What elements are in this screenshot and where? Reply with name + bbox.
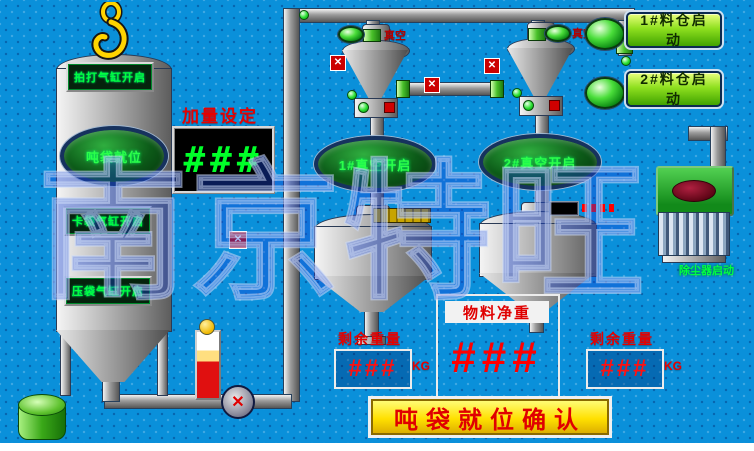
crane-hook-icon: [91, 2, 129, 60]
silo2-body: [479, 223, 597, 277]
pinch-valve-icon: [490, 80, 504, 98]
clamp-cylinder-button[interactable]: 卡袋气缸开启: [64, 206, 152, 236]
status-dot-icon: [621, 56, 631, 66]
status-dot-icon: [512, 88, 522, 98]
bag-station-cone: [56, 330, 170, 382]
silo1-body: [314, 226, 432, 280]
status-dot-icon: [299, 10, 309, 20]
net-weight-value: ###: [451, 333, 543, 382]
pinch-valve-icon: [528, 28, 546, 41]
level-gauge-knob: [199, 319, 215, 335]
vacuum1-led: [338, 26, 364, 43]
remaining-weight-right-label: 剩余重量: [590, 331, 654, 347]
alarm-dot-icon: [384, 102, 395, 113]
silo1-instrument: [373, 208, 431, 223]
vacuum2-status-button[interactable]: 2#真空开启: [479, 134, 601, 190]
silo2-start-button[interactable]: 2#料仓启动: [626, 71, 722, 107]
remaining-weight-left-unit: KG: [412, 359, 430, 373]
net-weight-label: 物料净重: [445, 301, 549, 323]
silo1-flange: [357, 336, 386, 345]
alarm-dot-icon: [549, 100, 560, 111]
dust-collector-head: [656, 166, 734, 216]
silo2-readout: [549, 201, 579, 216]
vacuum1-status-button[interactable]: 1#真空开启: [314, 136, 436, 192]
closed-valve-icon: ✕: [484, 58, 500, 74]
status-dot-icon: [523, 100, 534, 111]
pinch-valve-icon: [396, 80, 410, 98]
closed-valve-icon: ✕: [229, 231, 247, 249]
dust-collector-start-button[interactable]: 除尘器启动: [679, 265, 734, 277]
level-gauge: [195, 330, 221, 400]
silo1-start-button[interactable]: 1#料仓启动: [626, 12, 722, 48]
silo1-cone: [314, 276, 430, 312]
dust-collector-filter-bags: [658, 212, 730, 256]
bag-in-place-indicator: 吨袋就位: [60, 126, 168, 186]
dosing-setpoint-display: ###: [172, 126, 275, 194]
closed-valve-icon: ✕: [424, 77, 440, 93]
press-cylinder-button[interactable]: 压袋气缸开启: [64, 276, 152, 306]
main-riser-pipe: [283, 8, 300, 402]
remaining-weight-right-value: ###: [586, 349, 664, 389]
remaining-weight-left-value: ###: [334, 349, 412, 389]
blower-fan-icon: ✕: [221, 385, 255, 419]
silo2-run-led: [585, 77, 625, 109]
drum-top: [18, 394, 66, 416]
status-dot-icon: [358, 102, 369, 113]
dust-collector-inlet-icon: [672, 180, 716, 202]
remaining-weight-right-unit: KG: [664, 359, 682, 373]
silo1-run-led: [585, 18, 625, 50]
pat-cylinder-button[interactable]: 拍打气缸开启: [66, 62, 154, 92]
vacuum2-led: [545, 25, 571, 42]
net-weight-panel: 物料净重 ###: [436, 294, 560, 400]
status-dot-icon: [347, 90, 357, 100]
dosing-setpoint-label: 加量设定: [182, 107, 258, 126]
vacuum1-tag: 真空: [384, 30, 406, 42]
bottom-border: [0, 443, 754, 451]
closed-valve-icon: ✕: [330, 55, 346, 71]
remaining-weight-left-label: 剩余重量: [338, 331, 402, 347]
bag-in-place-confirm-button[interactable]: 吨袋就位确认: [368, 396, 612, 438]
top-transfer-pipe: [283, 8, 635, 23]
pinch-valve-icon: [363, 29, 381, 42]
vacuum-manifold-pipe: [398, 82, 502, 96]
silo2-instrument-marks: [582, 204, 614, 212]
